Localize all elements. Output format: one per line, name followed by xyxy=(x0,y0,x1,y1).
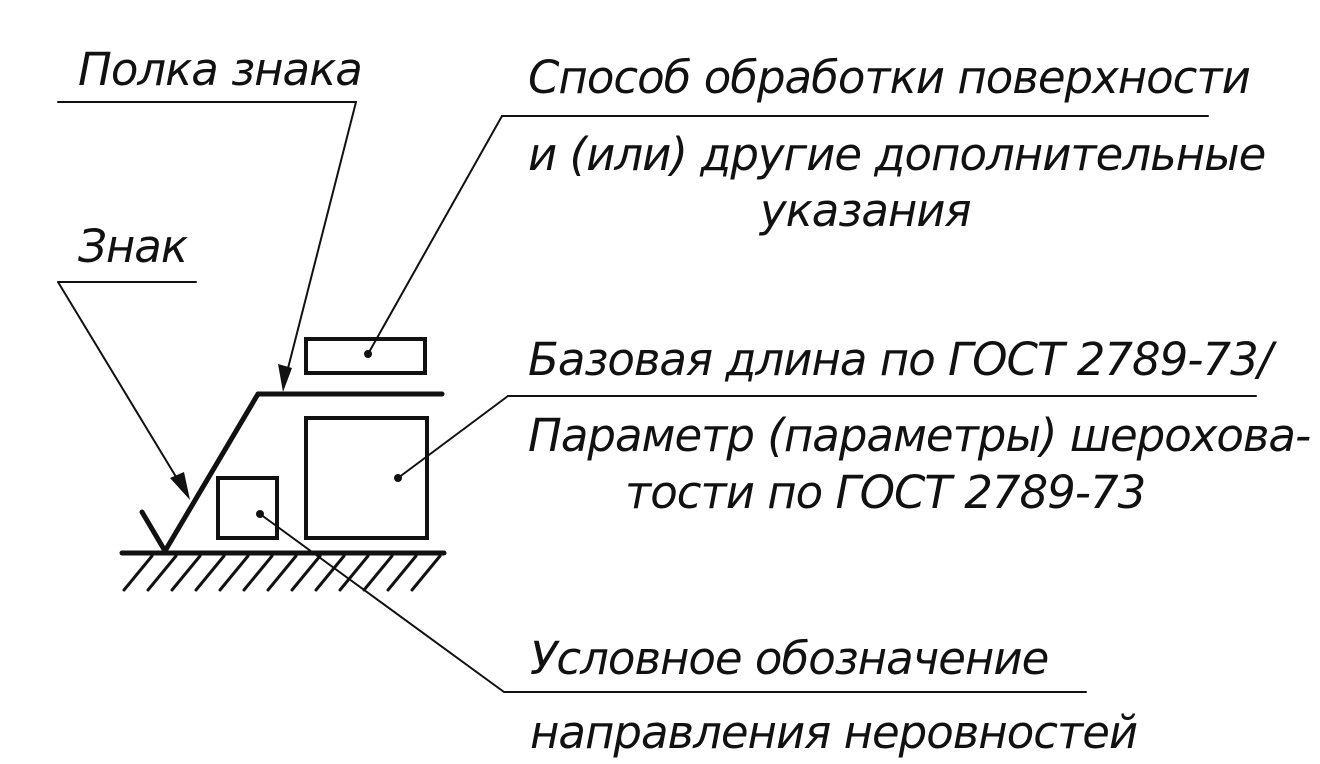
parameter-field-box xyxy=(304,416,429,540)
hatch-stroke xyxy=(290,554,322,592)
method-label-line1: Способ обработки поверхности xyxy=(528,51,1250,104)
surface-hatching xyxy=(122,554,442,592)
direction-leader-line xyxy=(259,513,505,693)
parameter-label-line1: Параметр (параметры) шерохова- xyxy=(528,409,1310,462)
sign-long-stroke xyxy=(162,391,261,554)
sign-short-stroke xyxy=(139,509,168,554)
hatch-stroke xyxy=(170,554,202,592)
hatch-stroke xyxy=(362,554,394,592)
parameter-leader-line xyxy=(397,395,509,479)
shelf-label: Полка знака xyxy=(78,43,362,96)
hatch-stroke xyxy=(338,554,370,592)
sign-label: Знак xyxy=(78,220,188,273)
direction-label-line2: направления неровностей xyxy=(530,706,1137,759)
hatch-stroke xyxy=(218,554,250,592)
hatch-stroke xyxy=(146,554,178,592)
shelf-leader-arrowhead xyxy=(278,364,292,392)
hatch-stroke xyxy=(314,554,346,592)
sign-leader-line xyxy=(57,281,185,491)
hatch-stroke xyxy=(410,554,442,592)
direction-label-line1: Условное обозначение xyxy=(530,632,1048,685)
method-label-line2: и (или) другие дополнительные xyxy=(528,128,1265,181)
hatch-stroke xyxy=(386,554,418,592)
hatch-stroke xyxy=(194,554,226,592)
method-field-box xyxy=(304,337,427,375)
method-label-line3: указания xyxy=(758,184,971,237)
parameter-label-line2: тости по ГОСТ 2789-73 xyxy=(625,466,1145,519)
hatch-stroke xyxy=(266,554,298,592)
method-field-dot xyxy=(364,350,372,358)
shelf-leader-line xyxy=(284,101,357,381)
hatch-stroke xyxy=(122,554,154,592)
direction-field-dot xyxy=(256,510,264,518)
parameter-field-dot xyxy=(394,474,402,482)
base-length-label: Базовая длина по ГОСТ 2789-73/ xyxy=(528,333,1278,386)
method-leader-line xyxy=(367,115,503,355)
sign-leader-arrowhead xyxy=(170,472,190,500)
direction-field-box xyxy=(216,476,279,540)
hatch-stroke xyxy=(242,554,274,592)
